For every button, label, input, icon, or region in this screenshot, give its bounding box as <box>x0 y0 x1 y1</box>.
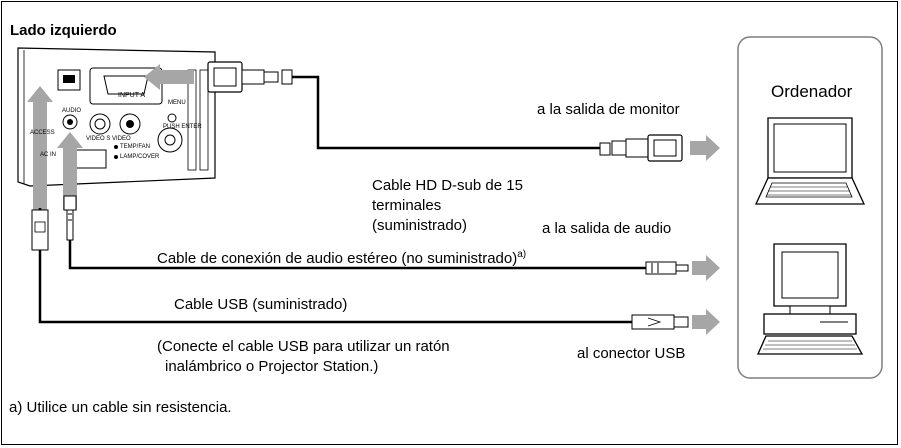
audio-output-label: a la salida de audio <box>542 220 672 237</box>
hd-cable-label-1: Cable HD D-sub de 15 <box>372 177 523 194</box>
computer-label: Ordenador <box>771 82 853 101</box>
usb-plug-projector <box>31 209 49 251</box>
dsub-plug-projector <box>207 61 293 93</box>
desktop-computer-icon <box>756 243 864 355</box>
hd-dsub-cable <box>292 75 600 150</box>
audio-plug-computer <box>645 255 720 281</box>
panel-label-push-enter: PUSH ENTER <box>163 124 202 130</box>
hd-cable-label-3: (suministrado) <box>372 217 468 234</box>
panel-label-audio: AUDIO <box>62 108 82 114</box>
panel-label-temp-fan: TEMP/FAN <box>120 144 151 150</box>
audio-plug-projector <box>63 195 77 241</box>
usb-plug-computer <box>631 309 720 335</box>
panel-label-lamp-cover: LAMP/COVER <box>120 154 160 160</box>
usb-connector-label: al conector USB <box>577 345 686 362</box>
usb-cable-label: Cable USB (suministrado) <box>174 296 348 313</box>
footnote: a) Utilice un cable sin resistencia. <box>9 399 232 416</box>
panel-label-input-a: INPUT A <box>118 92 146 99</box>
usb-note-line-1: (Conecte el cable USB para utilizar un r… <box>157 338 450 355</box>
diagram-title: Lado izquierdo <box>10 22 117 39</box>
projector-input-arrows <box>27 64 194 210</box>
usb-note-line-2: inalámbrico o Projector Station.) <box>165 358 379 375</box>
panel-label-menu: MENU <box>168 100 186 106</box>
hd-cable-label-2: terminales <box>372 197 442 214</box>
laptop-icon <box>754 117 866 205</box>
audio-cable-text: Cable de conexión de audio estéreo (no s… <box>157 250 518 267</box>
monitor-output-label: a la salida de monitor <box>537 101 680 118</box>
panel-label-video: VIDEO S VIDEO <box>86 136 131 142</box>
panel-label-access: ACCESS <box>30 130 55 136</box>
panel-label-ac-in: AC IN <box>40 152 57 158</box>
projector-panel <box>17 47 216 187</box>
audio-cable-label: Cable de conexión de audio estéreo (no s… <box>157 246 526 267</box>
dsub-plug-computer <box>599 134 720 162</box>
audio-footnote-mark: a) <box>517 249 527 260</box>
